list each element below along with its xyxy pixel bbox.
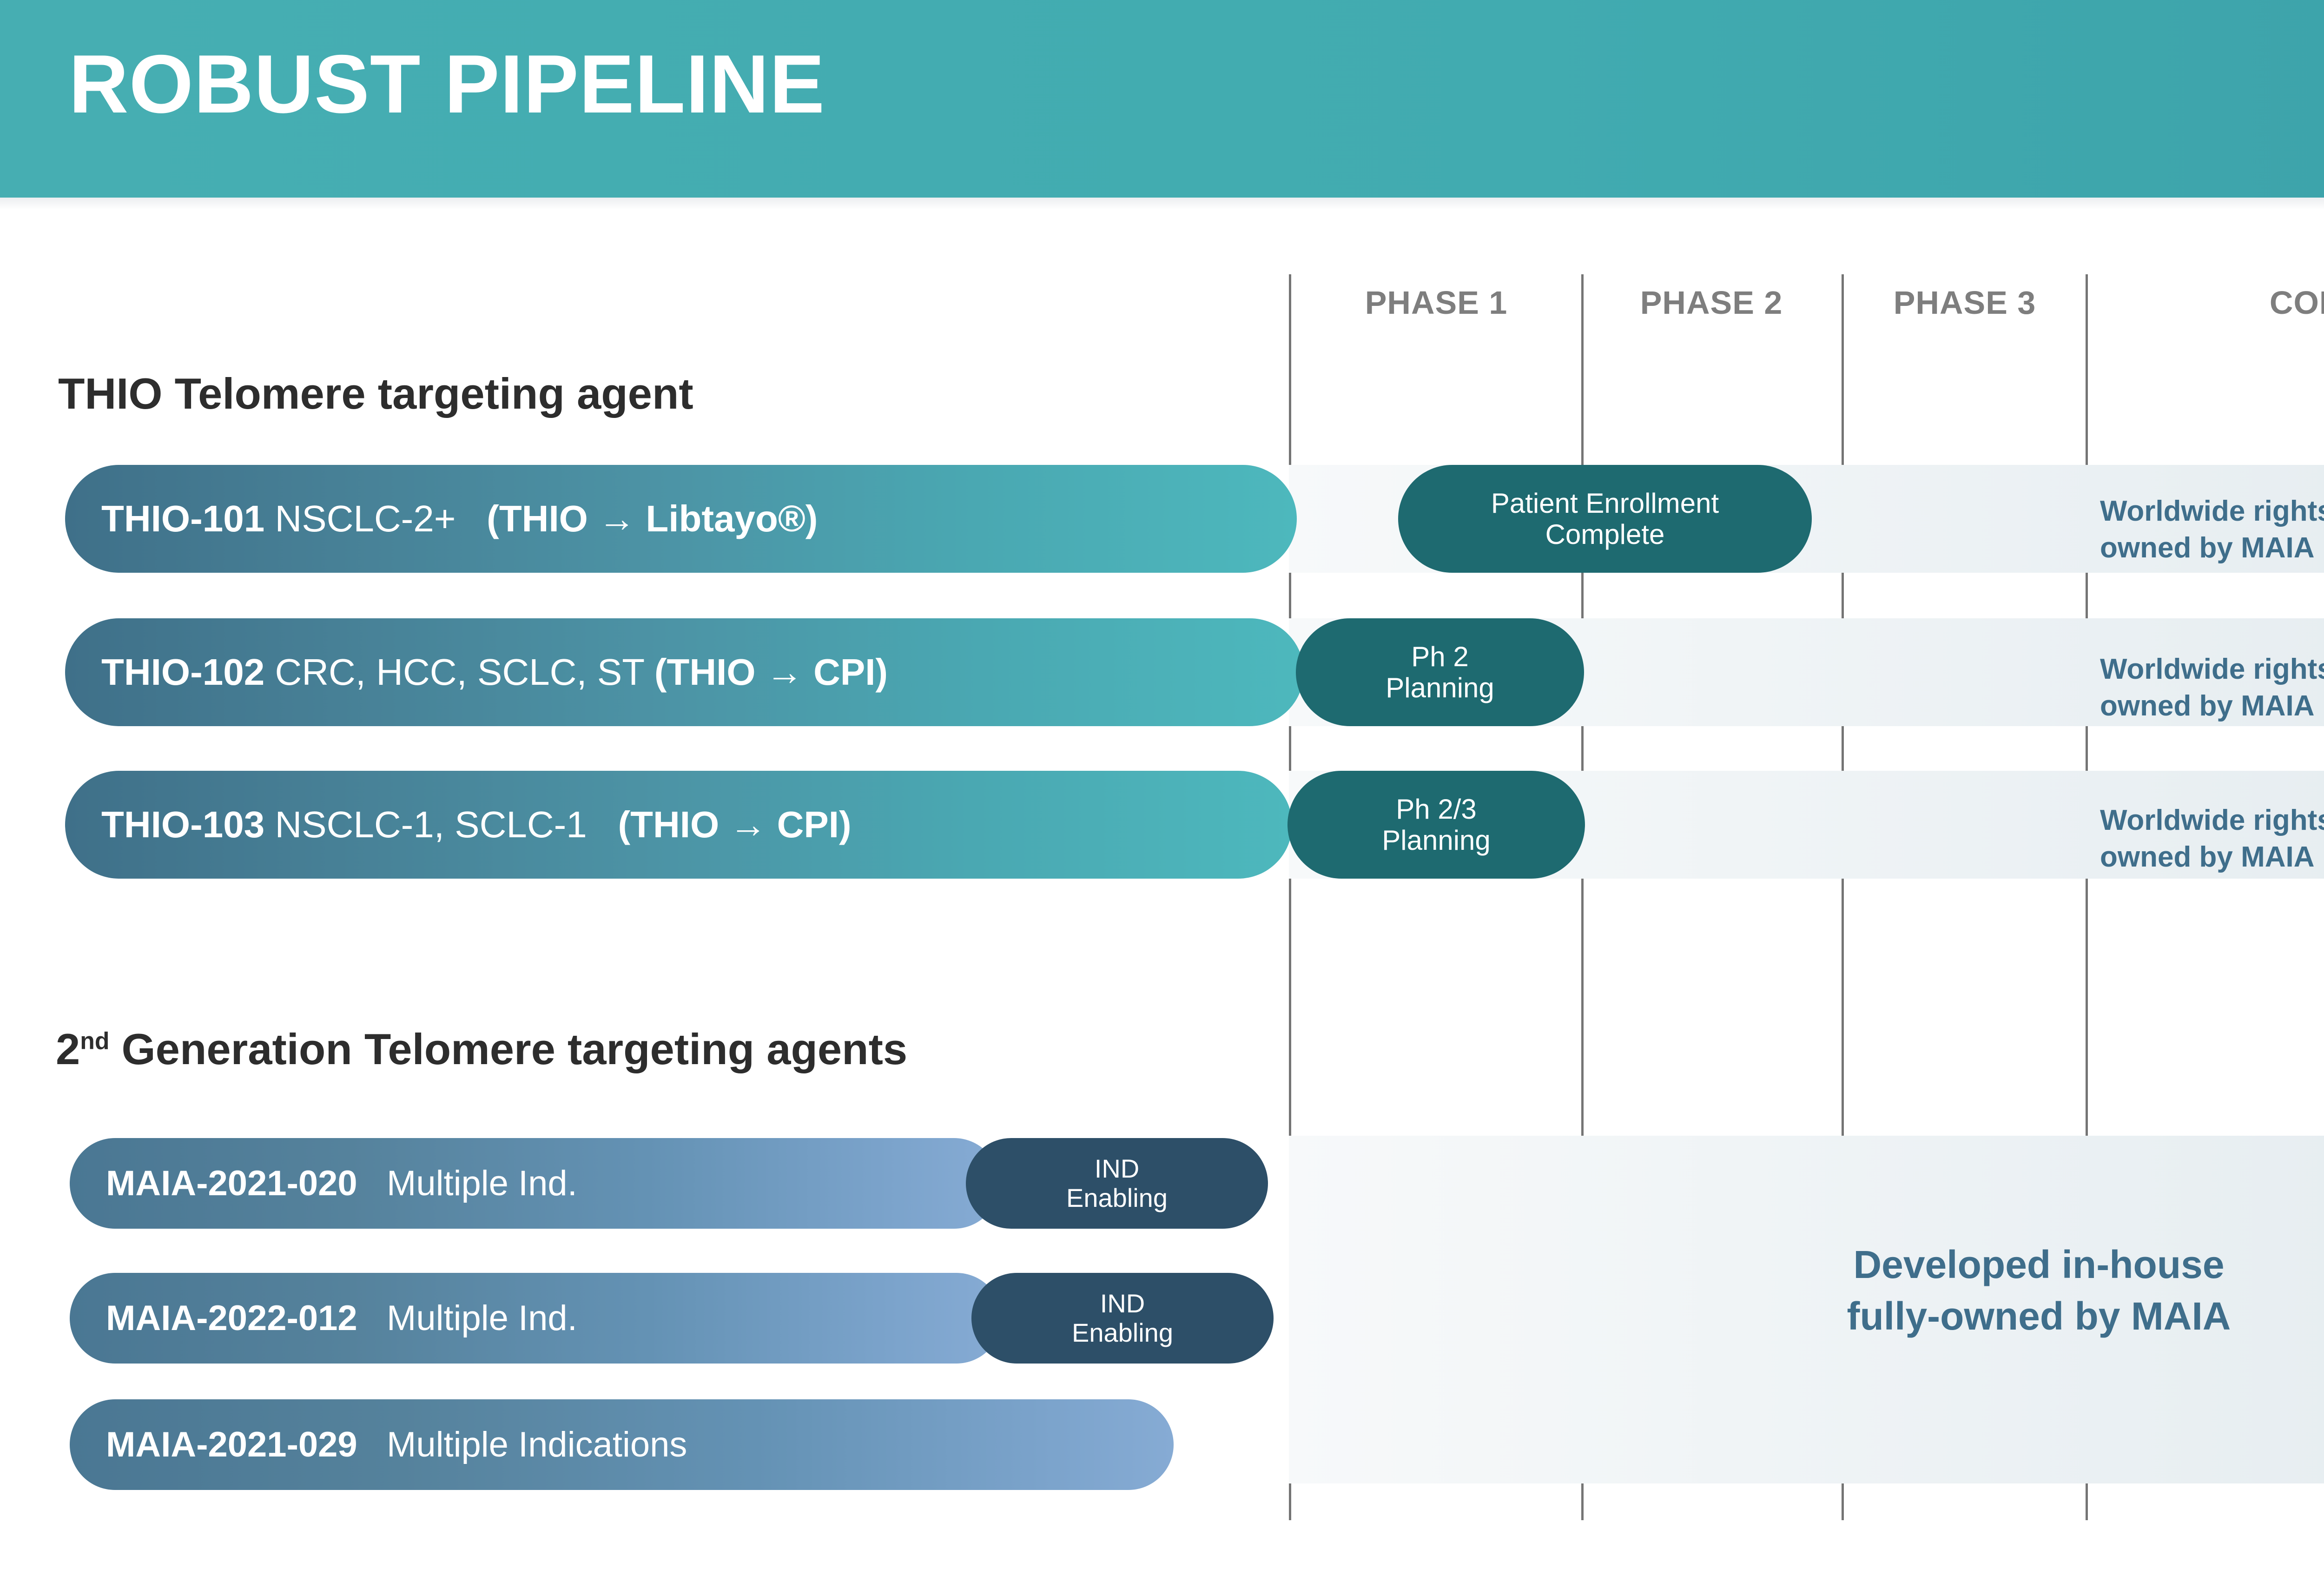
program-combo-thio-102: (THIO → CPI) xyxy=(654,651,888,693)
rights-text-thio-102: Worldwide rights owned by MAIA xyxy=(2100,651,2324,725)
program-bar-maia-2021-029[interactable]: MAIA-2021-029 Multiple Indications xyxy=(70,1399,1174,1490)
milestone-line2-thio-103: Planning xyxy=(1382,825,1491,856)
column-divider-phase1-phase2 xyxy=(1581,274,1584,1520)
program-bar-maia-2022-012[interactable]: MAIA-2022-012 Multiple Ind. xyxy=(70,1273,1002,1364)
program-indication-maia-2021-029: Multiple Indications xyxy=(387,1424,687,1464)
milestone-pill-thio-102[interactable]: Ph 2 Planning xyxy=(1296,618,1584,726)
program-combo-thio-101: (THIO → Libtayo®) xyxy=(487,498,818,539)
column-header-phase-1: PHASE 1 xyxy=(1365,285,1508,321)
rights-line2-thio-102: owned by MAIA xyxy=(2100,690,2315,722)
column-header-phase-3: PHASE 3 xyxy=(1893,285,2036,321)
section-heading-second-generation: 2nd Generation Telomere targeting agents xyxy=(56,1027,907,1071)
program-bar-thio-102[interactable]: THIO-102 CRC, HCC, SCLC, ST (THIO → CPI) xyxy=(65,618,1304,726)
column-divider-phase1-left xyxy=(1289,274,1291,1520)
column-header-collaboration-line1: COLLABORATION & xyxy=(2269,285,2324,321)
program-bar-maia-2021-020[interactable]: MAIA-2021-020 Multiple Ind. xyxy=(70,1138,999,1229)
program-combo-thio-103: (THIO → CPI) xyxy=(618,804,852,845)
column-header-phase-2: PHASE 2 xyxy=(1640,285,1783,321)
program-code-maia-2021-020: MAIA-2021-020 xyxy=(106,1163,357,1203)
milestone-line1-thio-103: Ph 2/3 xyxy=(1396,793,1477,825)
milestone-line2-maia-2021-020: Enabling xyxy=(1066,1183,1168,1212)
program-code-thio-101: THIO-101 xyxy=(101,498,265,539)
program-indication-thio-101: NSCLC-2+ xyxy=(275,498,456,539)
milestone-line1-thio-102: Ph 2 xyxy=(1411,641,1469,672)
program-code-maia-2021-029: MAIA-2021-029 xyxy=(106,1424,357,1464)
milestone-line2-thio-101: Complete xyxy=(1545,519,1665,550)
slide-header-band xyxy=(0,0,2324,198)
program-indication-maia-2021-020: Multiple Ind. xyxy=(387,1163,577,1203)
section-heading-ordinal-suffix: nd xyxy=(80,1027,110,1054)
program-code-thio-102: THIO-102 xyxy=(101,651,265,693)
page-title: ROBUST PIPELINE xyxy=(69,38,825,130)
milestone-pill-thio-101[interactable]: Patient Enrollment Complete xyxy=(1398,465,1812,573)
rights-line2-thio-101: owned by MAIA xyxy=(2100,532,2315,564)
milestone-line1-maia-2021-020: IND xyxy=(1094,1153,1140,1183)
program-code-maia-2022-012: MAIA-2022-012 xyxy=(106,1298,357,1338)
column-divider-phase2-phase3 xyxy=(1842,274,1844,1520)
section-heading-thio: THIO Telomere targeting agent xyxy=(58,369,693,418)
milestone-line2-thio-102: Planning xyxy=(1386,672,1494,703)
program-code-thio-103: THIO-103 xyxy=(101,804,265,845)
inhouse-line1: Developed in-house xyxy=(1853,1243,2225,1286)
program-indication-thio-102: CRC, HCC, SCLC, ST xyxy=(275,651,644,693)
rights-line1-thio-102: Worldwide rights xyxy=(2100,653,2324,685)
milestone-line1-thio-101: Patient Enrollment xyxy=(1491,487,1719,519)
program-bar-thio-101[interactable]: THIO-101 NSCLC-2+ (THIO → Libtayo®) xyxy=(65,465,1297,573)
rights-line1-thio-103: Worldwide rights xyxy=(2100,804,2324,836)
rights-text-thio-101: Worldwide rights owned by MAIA xyxy=(2100,493,2324,567)
program-bar-thio-103[interactable]: THIO-103 NSCLC-1, SCLC-1 (THIO → CPI) xyxy=(65,771,1292,879)
rights-line1-thio-101: Worldwide rights xyxy=(2100,495,2324,527)
section-heading-prefix: 2 xyxy=(56,1025,80,1073)
milestone-pill-maia-2021-020[interactable]: IND Enabling xyxy=(966,1138,1268,1229)
rights-text-thio-103: Worldwide rights owned by MAIA xyxy=(2100,802,2324,876)
rights-band-second-generation xyxy=(1289,1136,2324,1483)
milestone-pill-maia-2022-012[interactable]: IND Enabling xyxy=(971,1273,1274,1364)
program-indication-maia-2022-012: Multiple Ind. xyxy=(387,1298,577,1338)
rights-text-second-generation: Developed in-house fully-owned by MAIA xyxy=(1289,1239,2324,1342)
inhouse-line2: fully-owned by MAIA xyxy=(1847,1294,2231,1338)
milestone-line1-maia-2022-012: IND xyxy=(1100,1288,1145,1318)
column-divider-phase3-collab xyxy=(2086,274,2088,1520)
header-shadow-divider xyxy=(0,198,2324,210)
milestone-line2-maia-2022-012: Enabling xyxy=(1072,1317,1173,1347)
program-indication-thio-103: NSCLC-1, SCLC-1 xyxy=(275,804,587,845)
rights-line2-thio-103: owned by MAIA xyxy=(2100,841,2315,874)
section-heading-rest: Generation Telomere targeting agents xyxy=(109,1025,908,1073)
milestone-pill-thio-103[interactable]: Ph 2/3 Planning xyxy=(1287,771,1585,879)
